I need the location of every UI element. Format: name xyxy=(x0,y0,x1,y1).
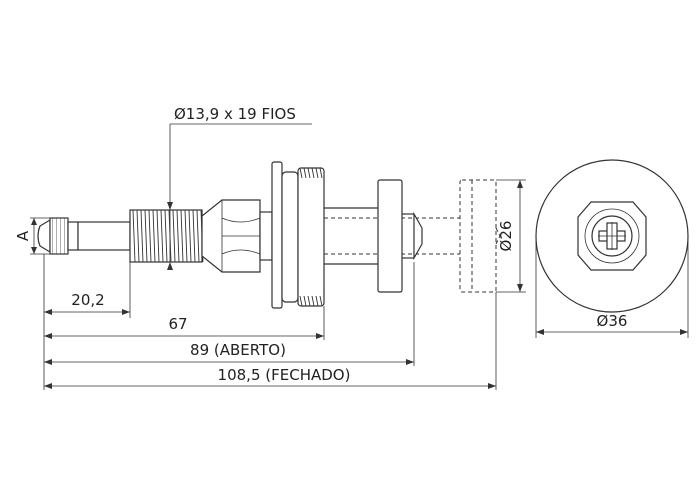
threaded-body xyxy=(129,209,204,263)
label-a: A xyxy=(14,230,32,241)
label-thread-spec: Ø13,9 x 19 FIOS xyxy=(174,105,296,123)
thread-line xyxy=(148,209,152,263)
thread-line xyxy=(192,209,196,263)
side-view: A Ø13,9 x 19 FIOS Ø26 xyxy=(14,105,526,390)
thread-line xyxy=(144,209,148,263)
thread-line xyxy=(172,209,176,263)
collar-thread-line xyxy=(311,167,315,179)
dimension-d36: Ø36 xyxy=(535,236,689,338)
label-d36: Ø36 xyxy=(597,312,628,330)
thread-line xyxy=(136,209,140,263)
spindle xyxy=(324,207,460,265)
thread-line xyxy=(152,209,156,263)
collar-thread-line xyxy=(299,295,303,307)
collar-thread-line xyxy=(315,295,319,307)
thread-line xyxy=(140,209,144,263)
stem-shaft xyxy=(77,221,131,251)
thread-line xyxy=(156,209,160,263)
hex-nut xyxy=(201,199,261,273)
dimension-a: A xyxy=(14,217,50,255)
handle-closed xyxy=(459,179,501,293)
thread-line xyxy=(184,209,188,263)
stem-tip xyxy=(37,217,79,255)
collar-thread-line xyxy=(311,295,315,307)
label-len-108-5: 108,5 (FECHADO) xyxy=(218,366,351,384)
thread-line xyxy=(188,209,192,263)
collar-thread-line xyxy=(307,295,311,307)
collar-thread-line xyxy=(319,295,323,307)
label-len-89: 89 (ABERTO) xyxy=(190,341,286,359)
thread-line xyxy=(176,209,180,263)
front-hex-inner-ring xyxy=(584,208,640,264)
thread-line xyxy=(132,209,136,263)
thread-line xyxy=(164,209,168,263)
thread-line xyxy=(196,209,200,263)
thread-leader: Ø13,9 x 19 FIOS xyxy=(167,105,312,270)
thread-line xyxy=(160,209,164,263)
collar-thread-line xyxy=(299,167,303,179)
label-len-20-2: 20,2 xyxy=(71,291,104,309)
collar-thread-line xyxy=(303,295,307,307)
collar-thread-line xyxy=(307,167,311,179)
front-stem-cross xyxy=(598,222,626,250)
nut-neck xyxy=(259,211,273,261)
collar-thread-line xyxy=(319,167,323,179)
collar-thread-line xyxy=(315,167,319,179)
handle-open xyxy=(377,179,403,293)
thread-line xyxy=(180,209,184,263)
label-len-67: 67 xyxy=(168,315,187,333)
front-view: Ø36 xyxy=(535,159,689,338)
dimension-d26: Ø26 xyxy=(496,179,526,293)
collar-thread-line xyxy=(303,167,307,179)
length-dimensions: 20,2 67 89 (ABERTO) 108,5 (FECHADO) xyxy=(43,254,497,390)
label-d26: Ø26 xyxy=(497,221,515,252)
threaded-collar xyxy=(281,167,325,307)
flange xyxy=(271,161,283,309)
